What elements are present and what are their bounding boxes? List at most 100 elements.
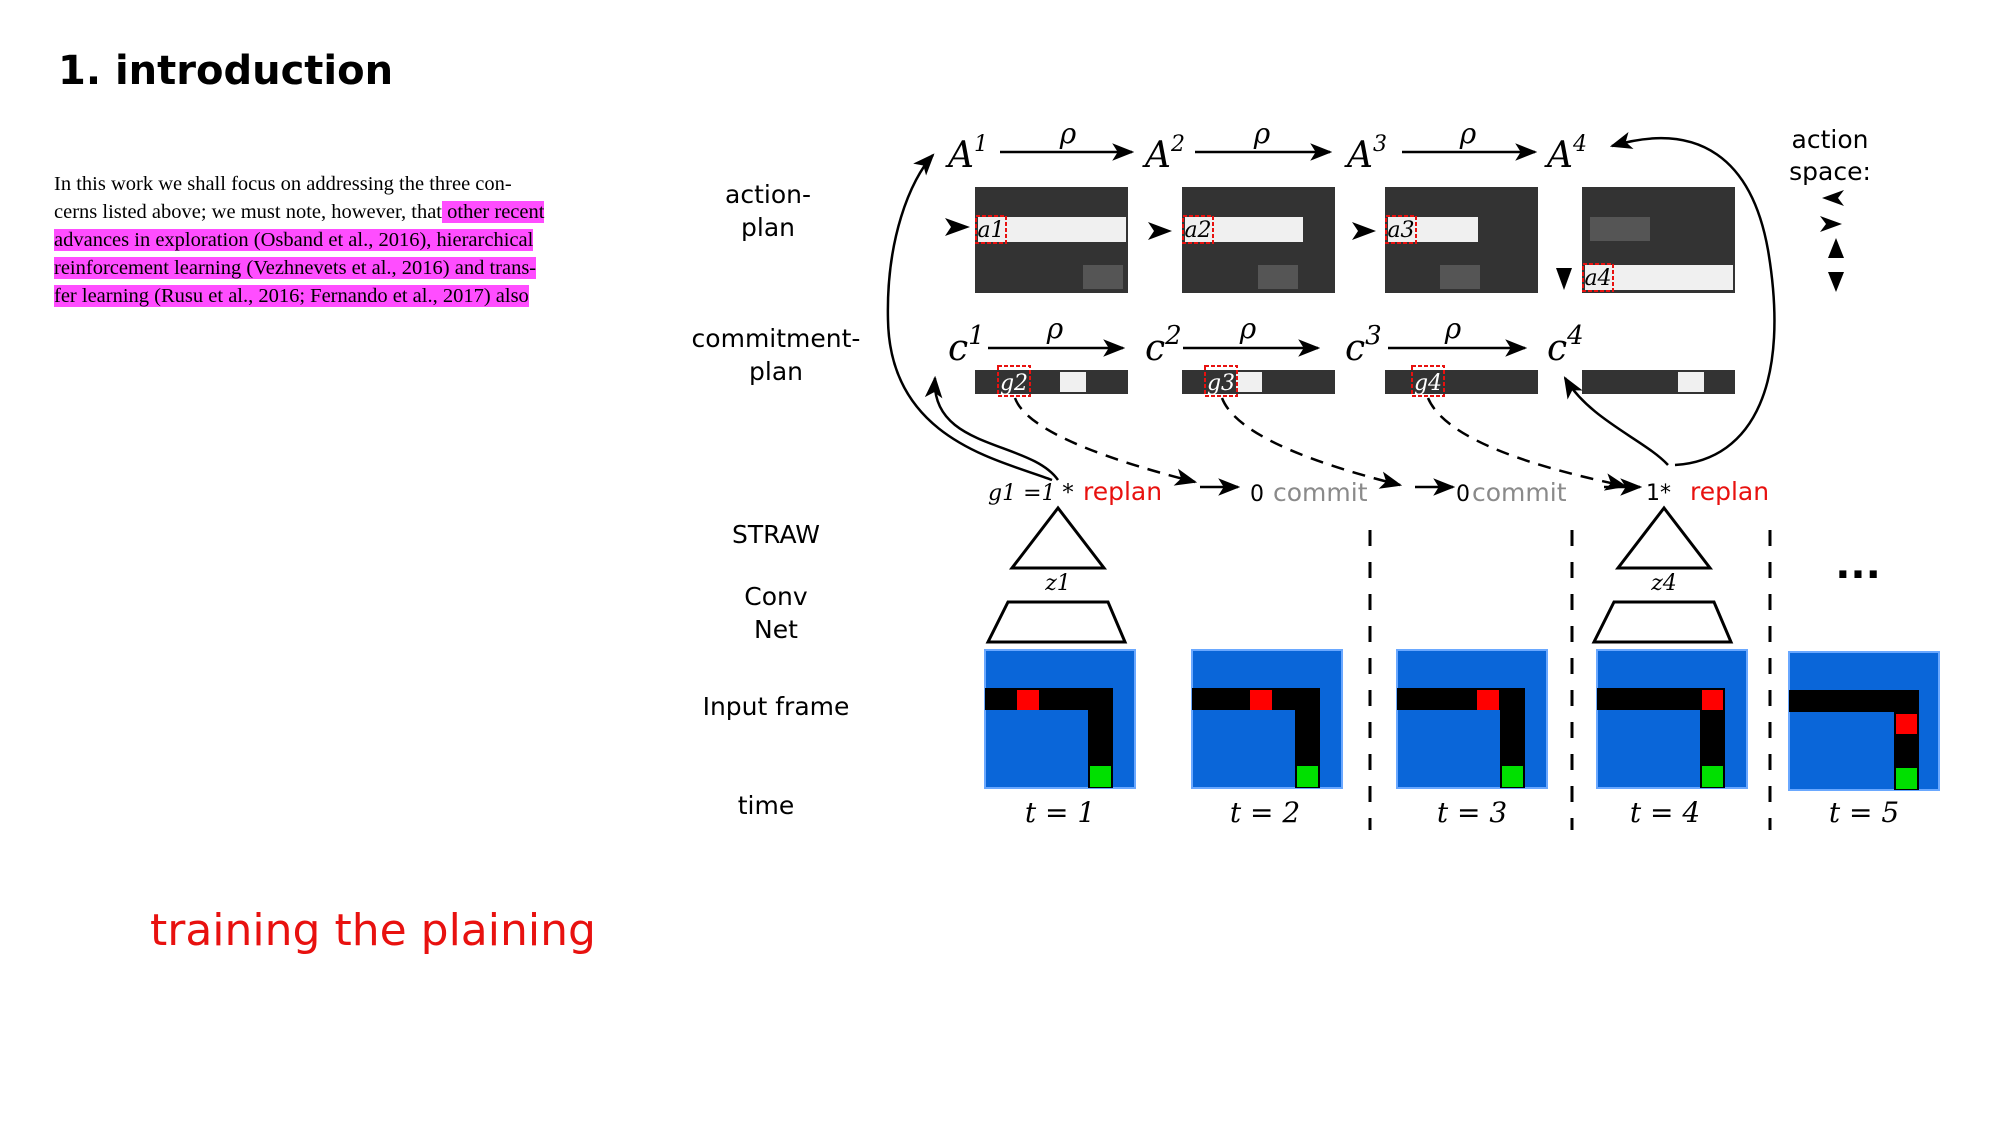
action-plan-matrix bbox=[1182, 187, 1335, 293]
goal-marker bbox=[1090, 766, 1111, 787]
excerpt-highlight: other recent bbox=[442, 201, 545, 223]
excerpt-plain: In this work we shall focus on addressin… bbox=[54, 173, 512, 195]
rho-label: ρ bbox=[1059, 117, 1077, 150]
action-mark-label: a1 bbox=[977, 218, 1004, 243]
decision-gate: 0 bbox=[1250, 482, 1264, 507]
action-plan-matrix bbox=[1385, 187, 1538, 293]
arrow-down-icon bbox=[1556, 268, 1572, 290]
arrow-left-icon bbox=[1822, 190, 1844, 206]
goal-marker bbox=[1702, 766, 1723, 787]
commitment-bar bbox=[1582, 370, 1735, 394]
excerpt-line: advances in exploration (Osband et al., … bbox=[54, 226, 606, 254]
arrow-up-down-icon bbox=[1828, 238, 1844, 292]
excerpt-highlight: advances in exploration (Osband et al., … bbox=[54, 229, 534, 251]
rho-label: ρ bbox=[1046, 312, 1064, 345]
arrow-right-icon bbox=[1352, 222, 1376, 240]
row-label-convnet: Conv bbox=[744, 582, 808, 611]
time-label: t = 3 bbox=[1437, 796, 1507, 829]
commitment-plan-symbol: c3 bbox=[1345, 321, 1382, 369]
convnet-module bbox=[1591, 600, 1734, 644]
time-labels: t = 1 t = 2 t = 3 t = 4 t = 5 bbox=[1025, 796, 1899, 829]
action-mark-label: a4 bbox=[1584, 266, 1611, 291]
agent-marker bbox=[1250, 690, 1272, 710]
action-plan-symbols: A1 A2 A3 A4 bbox=[945, 132, 1587, 176]
goal-marker bbox=[1896, 768, 1917, 789]
decisions: g1 =1 * replan 0 commit 0 commit 1* repl… bbox=[988, 477, 1769, 507]
time-label: t = 5 bbox=[1829, 796, 1899, 829]
decision-replan: replan bbox=[1083, 477, 1162, 506]
input-frame bbox=[1191, 649, 1343, 789]
commitment-bar bbox=[975, 370, 1128, 394]
decision-gate: 0 bbox=[1456, 482, 1470, 507]
action-space-legend: action space: bbox=[1789, 125, 1871, 292]
dashed-arrow bbox=[1013, 397, 1198, 486]
convnet-module bbox=[985, 600, 1128, 644]
network-modules bbox=[985, 505, 1734, 644]
paper-excerpt: In this work we shall focus on addressin… bbox=[54, 170, 606, 310]
slide-title: 1. introduction bbox=[58, 48, 394, 94]
row-label-commitment-plan: plan bbox=[749, 357, 803, 386]
commitment-plan-symbol: c2 bbox=[1145, 321, 1182, 369]
row-label-input-frame: Input frame bbox=[703, 692, 850, 721]
decision-commit: commit bbox=[1472, 478, 1567, 507]
latent-label: z4 bbox=[1650, 571, 1677, 596]
commitment-bar bbox=[1385, 370, 1538, 394]
replan-arrow-to-commitment bbox=[924, 375, 1060, 481]
input-frame bbox=[1788, 651, 1940, 791]
action-plan-symbol: A2 bbox=[1142, 132, 1185, 176]
rho-label: ρ bbox=[1444, 312, 1462, 345]
goal-marker bbox=[1297, 766, 1318, 787]
replan-arrow-to-action bbox=[1609, 131, 1776, 467]
action-plan-matrices bbox=[975, 187, 1735, 293]
action-plan-matrix bbox=[1582, 187, 1735, 293]
straw-module bbox=[1614, 505, 1714, 570]
agent-marker bbox=[1702, 690, 1723, 710]
goal-marker bbox=[1502, 766, 1523, 787]
action-plan-symbol: A1 bbox=[945, 132, 988, 176]
row-label-straw: STRAW bbox=[732, 520, 820, 549]
slide-note: training the plaining bbox=[150, 905, 596, 956]
replan-arrow-to-commitment bbox=[1563, 376, 1669, 466]
decision-commit: commit bbox=[1273, 478, 1368, 507]
action-space-label: space: bbox=[1789, 157, 1871, 186]
excerpt-plain: cerns listed above; we must note, howeve… bbox=[54, 201, 442, 223]
row-label-action-plan: plan bbox=[741, 213, 795, 242]
excerpt-highlight: fer learning (Rusu et al., 2016; Fernand… bbox=[54, 285, 529, 307]
rho-label: ρ bbox=[1239, 312, 1257, 345]
action-mark-label: a3 bbox=[1387, 218, 1414, 243]
rho-labels: ρ ρ ρ ρ ρ ρ bbox=[1046, 117, 1477, 345]
arrow-right-icon bbox=[945, 218, 970, 236]
row-label-commitment-plan: commitment- bbox=[692, 324, 861, 353]
excerpt-highlight: reinforcement learning (Vezhnevets et al… bbox=[54, 257, 537, 279]
decision-replan: replan bbox=[1690, 477, 1769, 506]
commit-mark-label: g2 bbox=[1000, 371, 1028, 396]
agent-marker bbox=[1477, 690, 1499, 710]
action-plan-symbol: A4 bbox=[1544, 132, 1587, 176]
rho-label: ρ bbox=[1459, 117, 1477, 150]
row-label-time: time bbox=[738, 791, 794, 820]
latent-label: z1 bbox=[1044, 571, 1071, 596]
time-label: t = 2 bbox=[1230, 796, 1300, 829]
excerpt-line: fer learning (Rusu et al., 2016; Fernand… bbox=[54, 282, 606, 310]
arrow-right-icon bbox=[1148, 222, 1172, 240]
rho-label: ρ bbox=[1253, 117, 1271, 150]
dashed-arrow bbox=[1426, 397, 1628, 491]
input-frame bbox=[984, 649, 1136, 789]
commitment-plan-symbols: c1 c2 c3 c4 bbox=[948, 321, 1584, 369]
decision-gate: g1 =1 * bbox=[988, 481, 1074, 506]
decision-gate: 1* bbox=[1646, 481, 1671, 506]
action-space-label: action bbox=[1792, 125, 1869, 154]
commitment-plan-bars: g2 g3 g4 bbox=[975, 365, 1735, 397]
agent-marker bbox=[1896, 714, 1917, 734]
straw-module bbox=[1008, 505, 1108, 570]
action-plan-matrix bbox=[975, 187, 1128, 293]
replan-arrow-to-action bbox=[886, 153, 1053, 482]
action-plan-symbol: A3 bbox=[1344, 132, 1387, 176]
commitment-flow bbox=[1013, 397, 1628, 491]
action-marks: a1 a2 a3 a4 bbox=[945, 215, 1614, 292]
input-frame bbox=[1596, 649, 1748, 789]
row-labels: action- plan commitment- plan STRAW Conv… bbox=[692, 180, 861, 820]
input-frames bbox=[984, 649, 1940, 791]
row-label-convnet: Net bbox=[754, 615, 798, 644]
